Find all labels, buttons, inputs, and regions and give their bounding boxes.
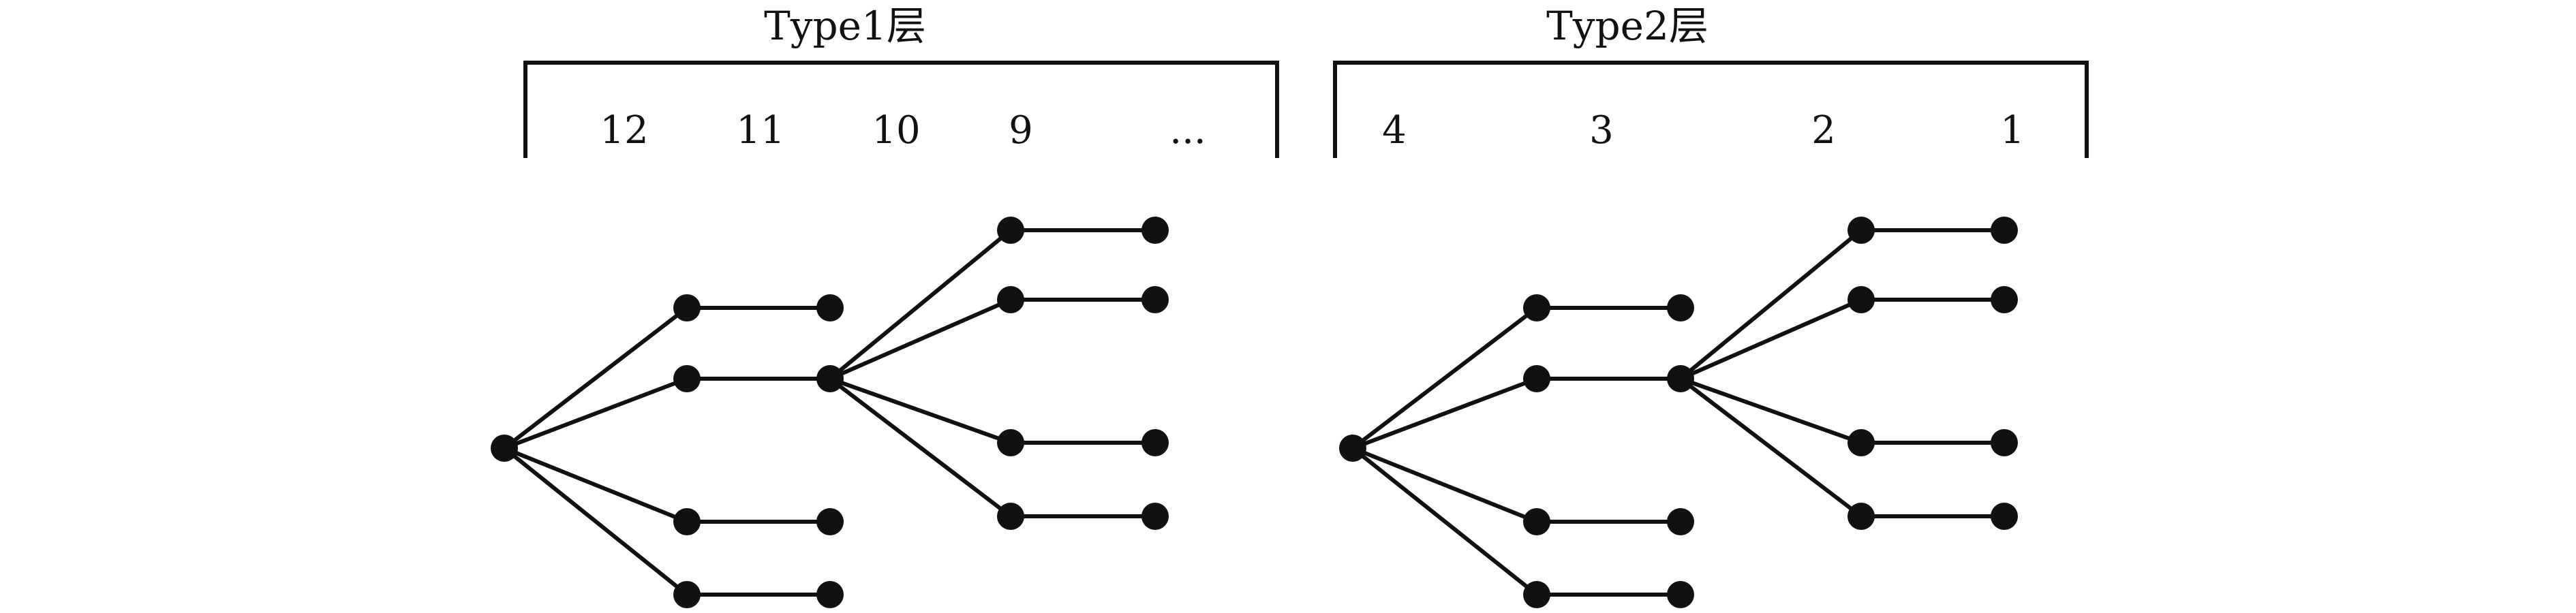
tree-edge [1351,446,1539,597]
tree-nodes-type1 [491,217,1169,608]
tree-edge [828,377,1013,445]
layer-label: 1 [2000,108,2025,153]
tree-node [1667,581,1694,608]
tree-node [1523,365,1550,392]
tree-node [997,429,1024,456]
layer-label: ... [1169,108,1206,153]
tree-node [673,581,701,608]
group-type1: Type1层 12 11 10 9 ... [491,3,1279,608]
tree-node [1847,429,1875,456]
tree-node [1523,294,1550,321]
tree-edge [502,446,689,597]
layer-label: 12 [600,108,648,153]
tree-edges-type1 [502,228,1157,597]
layer-label: 9 [1009,108,1033,153]
tree-node [816,365,844,392]
tree-node [1847,217,1875,244]
tree-edge [1351,377,1539,450]
tree-edge [1678,377,1863,445]
tree-node [1141,217,1169,244]
tree-node [673,508,701,535]
tree-node [997,286,1024,313]
tree-node [1991,429,2018,456]
tree-node [1991,217,2018,244]
tree-edge [1678,228,1863,381]
bracket-type2 [1333,61,2089,158]
layer-label: 4 [1382,108,1407,153]
tree-edge [1351,306,1539,450]
tree-node [1523,508,1550,535]
tree-node [1523,581,1550,608]
group-type2: Type2层 4 3 2 1 [1333,3,2089,608]
layer-label: 11 [736,108,784,153]
tree-edges-type2 [1351,228,2006,597]
tree-edge [1678,377,1863,518]
tree-node [816,581,844,608]
tree-node [1141,429,1169,456]
tree-edge [502,446,689,524]
layer-label: 2 [1811,108,1836,153]
tree-edge [1351,446,1539,524]
tree-node [816,294,844,321]
group-title-type2: Type2层 [1546,3,1708,49]
tree-node [1667,294,1694,321]
tree-node [673,365,701,392]
tree-node [673,294,701,321]
tree-node [997,503,1024,530]
tree-node [1141,286,1169,313]
tree-edge [828,228,1013,381]
bracket-type1 [523,61,1279,158]
tree-node [1991,286,2018,313]
tree-edge [1678,298,1863,381]
tree-nodes-type2 [1339,217,2018,608]
group-title-type1: Type1层 [764,3,926,49]
tree-node [1141,503,1169,530]
tree-node [1667,365,1694,392]
layer-label: 3 [1589,108,1614,153]
tree-edge [502,306,689,450]
tree-node [1339,435,1366,462]
tree-node [491,435,518,462]
tree-node [816,508,844,535]
tree-edge [828,377,1013,518]
tree-edge [828,298,1013,381]
tree-node [1667,508,1694,535]
tree-edge [502,377,689,450]
tree-node [1991,503,2018,530]
layer-label: 10 [872,108,920,153]
tree-node [1847,286,1875,313]
tree-node [1847,503,1875,530]
tree-node [997,217,1024,244]
